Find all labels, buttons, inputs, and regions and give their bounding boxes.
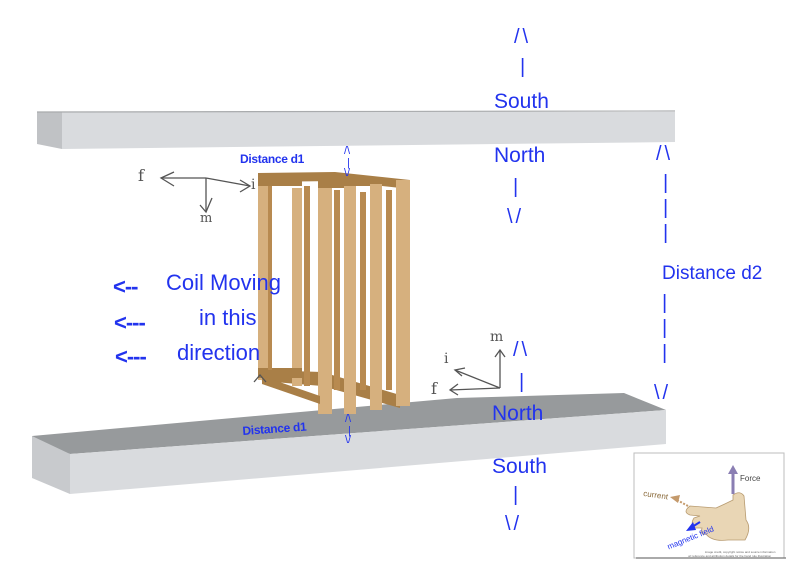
bottom-south-down-arrow-icon: \/ <box>505 513 523 535</box>
top-magnet-north-label: North <box>494 144 546 167</box>
left-current-vector <box>205 177 251 187</box>
left-vector-triad <box>159 171 252 214</box>
d1-top-down-arrow-icon: \/ <box>344 167 351 179</box>
coil-frame-2 <box>304 180 350 414</box>
right-current-arrowhead <box>453 367 466 377</box>
d1-top-up-arrow-icon: /\ <box>344 145 351 157</box>
right-force-vector <box>449 387 501 391</box>
right-current-vector <box>454 369 501 389</box>
left-force-arrowhead <box>159 171 175 187</box>
d1-bottom-up-arrow-icon: /\ <box>345 413 352 425</box>
right-field-label: m <box>490 329 504 345</box>
top-south-arrow-shaft: | <box>520 56 526 78</box>
d2-down-arrow-icon: \/ <box>654 382 672 404</box>
bottom-south-arrow-shaft: | <box>513 484 519 506</box>
d2-shaft-4: | <box>662 292 668 314</box>
distance-d1-top-label: Distance d1 <box>240 152 305 166</box>
d1-top-shaft: | <box>347 157 350 169</box>
bottom-north-arrow-shaft: | <box>519 371 525 393</box>
bottom-magnet-north-label: North <box>492 402 544 425</box>
top-south-up-arrow-icon: /\ <box>514 26 532 48</box>
left-current-label: i <box>251 177 256 193</box>
inset-force-label: Force <box>740 474 761 483</box>
top-magnet <box>36 110 676 149</box>
coil-frame-4 <box>360 184 382 410</box>
coil-bottom-rail <box>262 376 320 404</box>
bottom-magnet-front-face <box>70 410 666 494</box>
motion-arrow-1: <-- <box>113 274 138 299</box>
right-field-arrowhead <box>494 348 506 358</box>
top-magnet-south-label: South <box>494 90 549 113</box>
coil-frame-5 <box>386 180 410 406</box>
bottom-north-up-arrow-icon: /\ <box>513 339 531 361</box>
d2-shaft-2: | <box>663 197 669 219</box>
right-current-label: i <box>444 351 449 367</box>
hand-shape <box>685 492 750 541</box>
inset-credit-line-1: image credit, copyright notice and sourc… <box>705 550 776 554</box>
d2-shaft-6: | <box>662 342 668 364</box>
inset-field-arrowhead <box>686 522 696 531</box>
inset-frame <box>633 452 785 559</box>
bottom-magnet <box>32 393 666 494</box>
right-force-arrowhead <box>448 383 459 396</box>
d2-shaft-1: | <box>663 172 669 194</box>
top-magnet-front-face <box>62 112 675 149</box>
motion-text-line-3: direction <box>177 340 261 365</box>
right-vector-triad <box>448 348 506 396</box>
inset-credit-line-2: url reference and attribution details fo… <box>688 554 772 558</box>
inset-current-arrowhead <box>670 495 680 503</box>
motion-arrow-3: <--- <box>115 344 147 369</box>
motion-text-line-2: in this <box>199 305 257 330</box>
top-magnet-edge <box>36 110 676 113</box>
top-north-down-arrow-icon: \/ <box>507 206 525 228</box>
coil-corner-arrowhead <box>253 374 267 383</box>
bottom-magnet-top-surface <box>32 393 666 454</box>
coil-frame-3 <box>334 178 374 414</box>
coil <box>258 172 410 414</box>
coil-frame-1 <box>258 178 302 386</box>
motion-text-line-1: Coil Moving <box>166 270 281 295</box>
hand-rule-inset <box>633 452 786 559</box>
left-current-arrowhead <box>239 179 252 193</box>
left-force-label: f <box>138 166 144 185</box>
top-north-arrow-shaft: | <box>513 176 519 198</box>
bottom-magnet-end-face <box>32 436 70 494</box>
d1-bottom-shaft: | <box>348 425 351 437</box>
bottom-magnet-south-label: South <box>492 455 547 478</box>
d2-up-arrow-icon: /\ <box>656 143 674 165</box>
inset-force-arrowhead <box>728 465 738 474</box>
motion-arrow-2: <--- <box>114 310 146 335</box>
top-magnet-end-face <box>37 112 62 149</box>
distance-d2-label: Distance d2 <box>662 263 763 284</box>
left-field-arrowhead <box>199 197 213 214</box>
left-field-label: m <box>200 211 213 226</box>
d2-shaft-5: | <box>662 317 668 339</box>
right-force-label: f <box>431 379 437 398</box>
d2-shaft-3: | <box>663 222 669 244</box>
d1-bottom-down-arrow-icon: \/ <box>345 434 352 446</box>
